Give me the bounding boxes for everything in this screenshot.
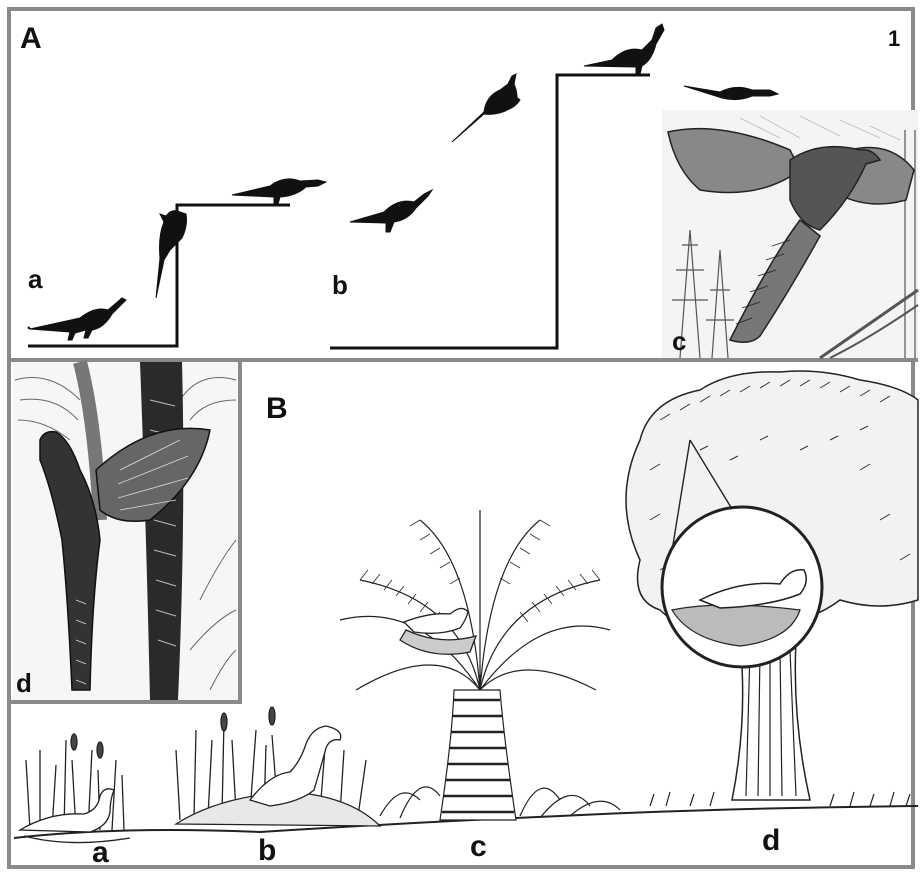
bird-a-climbing [156, 211, 187, 298]
bird-a-top [232, 179, 326, 204]
figure-number: 1 [888, 28, 900, 50]
scene-tree-nest-d [626, 371, 918, 806]
panel-b-sublabel-d: d [762, 826, 780, 856]
bird-a-running [28, 298, 126, 340]
bird-b-perched [584, 24, 664, 74]
bird-b-gliding [350, 190, 432, 232]
panel-b-sublabel-c: c [470, 832, 487, 862]
scene-cycad-nest-c [340, 510, 620, 820]
scene-mound-nest-b [176, 707, 380, 826]
archaeopteryx-climbing-illustration [13, 362, 238, 700]
scene-ground-nest-a [20, 734, 130, 843]
panel-a-sublabel-a: a [28, 266, 42, 292]
panel-label-B: B [266, 394, 288, 424]
panel-a-sublabel-d: d [16, 670, 32, 696]
panel-label-A: A [20, 24, 42, 54]
archaeopteryx-flight-illustration [662, 110, 918, 358]
panel-a-sublabel-b: b [332, 272, 348, 298]
bird-flying [684, 86, 778, 100]
panel-a-sublabel-c: c [672, 328, 686, 354]
bird-b-flapping [452, 74, 520, 142]
panel-b-sublabel-a: a [92, 838, 109, 868]
step-line-b [330, 75, 650, 348]
panel-b-sublabel-b: b [258, 836, 276, 866]
